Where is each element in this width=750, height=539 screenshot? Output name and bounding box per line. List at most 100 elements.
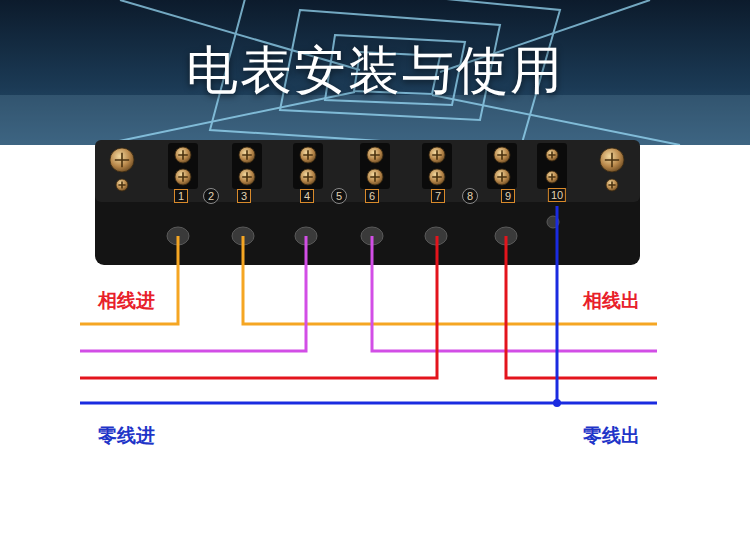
tunnel-frames [100, 0, 680, 145]
screw-slot [605, 153, 619, 167]
screw-head [116, 179, 128, 191]
screw-head [175, 169, 191, 185]
label-holder: 相线出 [581, 288, 642, 314]
screw [175, 169, 191, 185]
terminal-recess [168, 143, 198, 189]
screw-head [300, 169, 316, 185]
terminal-recesses [168, 143, 567, 189]
screw-slot [432, 150, 442, 160]
label-holder: 2 [203, 186, 219, 204]
screw [367, 147, 383, 163]
screw-head [606, 179, 618, 191]
wire-holes [167, 216, 559, 245]
screw-head [110, 148, 134, 172]
label-holder: 相线进 [96, 288, 157, 314]
blue-wire [556, 206, 559, 403]
terminal-number: 9 [501, 189, 515, 203]
label-holder: 10 [548, 185, 566, 203]
screw-head [367, 147, 383, 163]
terminal-number: 6 [365, 189, 379, 203]
wire-label: 相线出 [581, 288, 642, 314]
screw-slot [548, 173, 555, 180]
label-holder: 8 [462, 186, 478, 204]
terminal-number: 4 [300, 189, 314, 203]
screw [175, 147, 191, 163]
screw-head [546, 149, 558, 161]
terminal-recess [487, 143, 517, 189]
banner-ground [0, 0, 750, 145]
label-holder: 零线进 [96, 423, 157, 449]
junction-dot [553, 399, 561, 407]
label-holder: 零线出 [581, 423, 642, 449]
block-top-ledge [95, 140, 640, 202]
page-title: 电表安装与使用 [186, 36, 564, 106]
screw-slot [303, 150, 313, 160]
screw-slot [608, 181, 615, 188]
screw-slot [548, 151, 555, 158]
terminal-recess [422, 143, 452, 189]
wire-label: 零线进 [96, 423, 157, 449]
tunnel-edge [432, 95, 680, 145]
screw [546, 149, 558, 161]
terminal-number: 8 [462, 188, 478, 204]
wire-label: 零线出 [581, 423, 642, 449]
screw-slot [242, 150, 252, 160]
screw-slot [115, 153, 129, 167]
wires [80, 206, 657, 403]
terminal-recess [293, 143, 323, 189]
screw [239, 147, 255, 163]
screw-slot [370, 172, 380, 182]
label-holder: 1 [174, 186, 188, 204]
screw-head [300, 147, 316, 163]
screw-slot [118, 181, 125, 188]
screw-slot [370, 150, 380, 160]
screw [300, 169, 316, 185]
screw-slot [497, 150, 507, 160]
terminal-recess [360, 143, 390, 189]
screw [110, 148, 134, 172]
screw-head [367, 169, 383, 185]
title-bar: 电表安装与使用 [0, 36, 750, 106]
screw-head [600, 148, 624, 172]
label-holder: 7 [431, 186, 445, 204]
label-holder: 9 [501, 186, 515, 204]
screw [367, 169, 383, 185]
terminal-number: 10 [548, 188, 566, 202]
magenta-wire [372, 236, 657, 351]
screw-slot [303, 172, 313, 182]
red-wire [506, 236, 657, 378]
screw-head [239, 169, 255, 185]
label-holder: 4 [300, 186, 314, 204]
screw [429, 147, 445, 163]
label-holder: 3 [237, 186, 251, 204]
screw-slot [178, 172, 188, 182]
terminal-number: 5 [331, 188, 347, 204]
screw-slot [242, 172, 252, 182]
blue-wire [80, 402, 657, 405]
screw [429, 169, 445, 185]
screw-head [239, 147, 255, 163]
screw [606, 179, 618, 191]
terminal-recess [232, 143, 262, 189]
tunnel-edge [100, 92, 355, 145]
terminal-number: 1 [174, 189, 188, 203]
terminal-number: 2 [203, 188, 219, 204]
label-holder: 6 [365, 186, 379, 204]
screw-slot [432, 172, 442, 182]
screw [494, 169, 510, 185]
red-wire [80, 236, 437, 378]
terminal-number: 3 [237, 189, 251, 203]
label-holder: 5 [331, 186, 347, 204]
terminal-recess [537, 143, 567, 189]
screw-head [175, 147, 191, 163]
screw-head [429, 169, 445, 185]
screw-head [494, 169, 510, 185]
orange-wire [80, 236, 178, 324]
wire-label: 相线进 [96, 288, 157, 314]
terminal-number: 7 [431, 189, 445, 203]
screw-head [429, 147, 445, 163]
screw-head [494, 147, 510, 163]
screw [494, 147, 510, 163]
terminal-screws [110, 147, 624, 191]
